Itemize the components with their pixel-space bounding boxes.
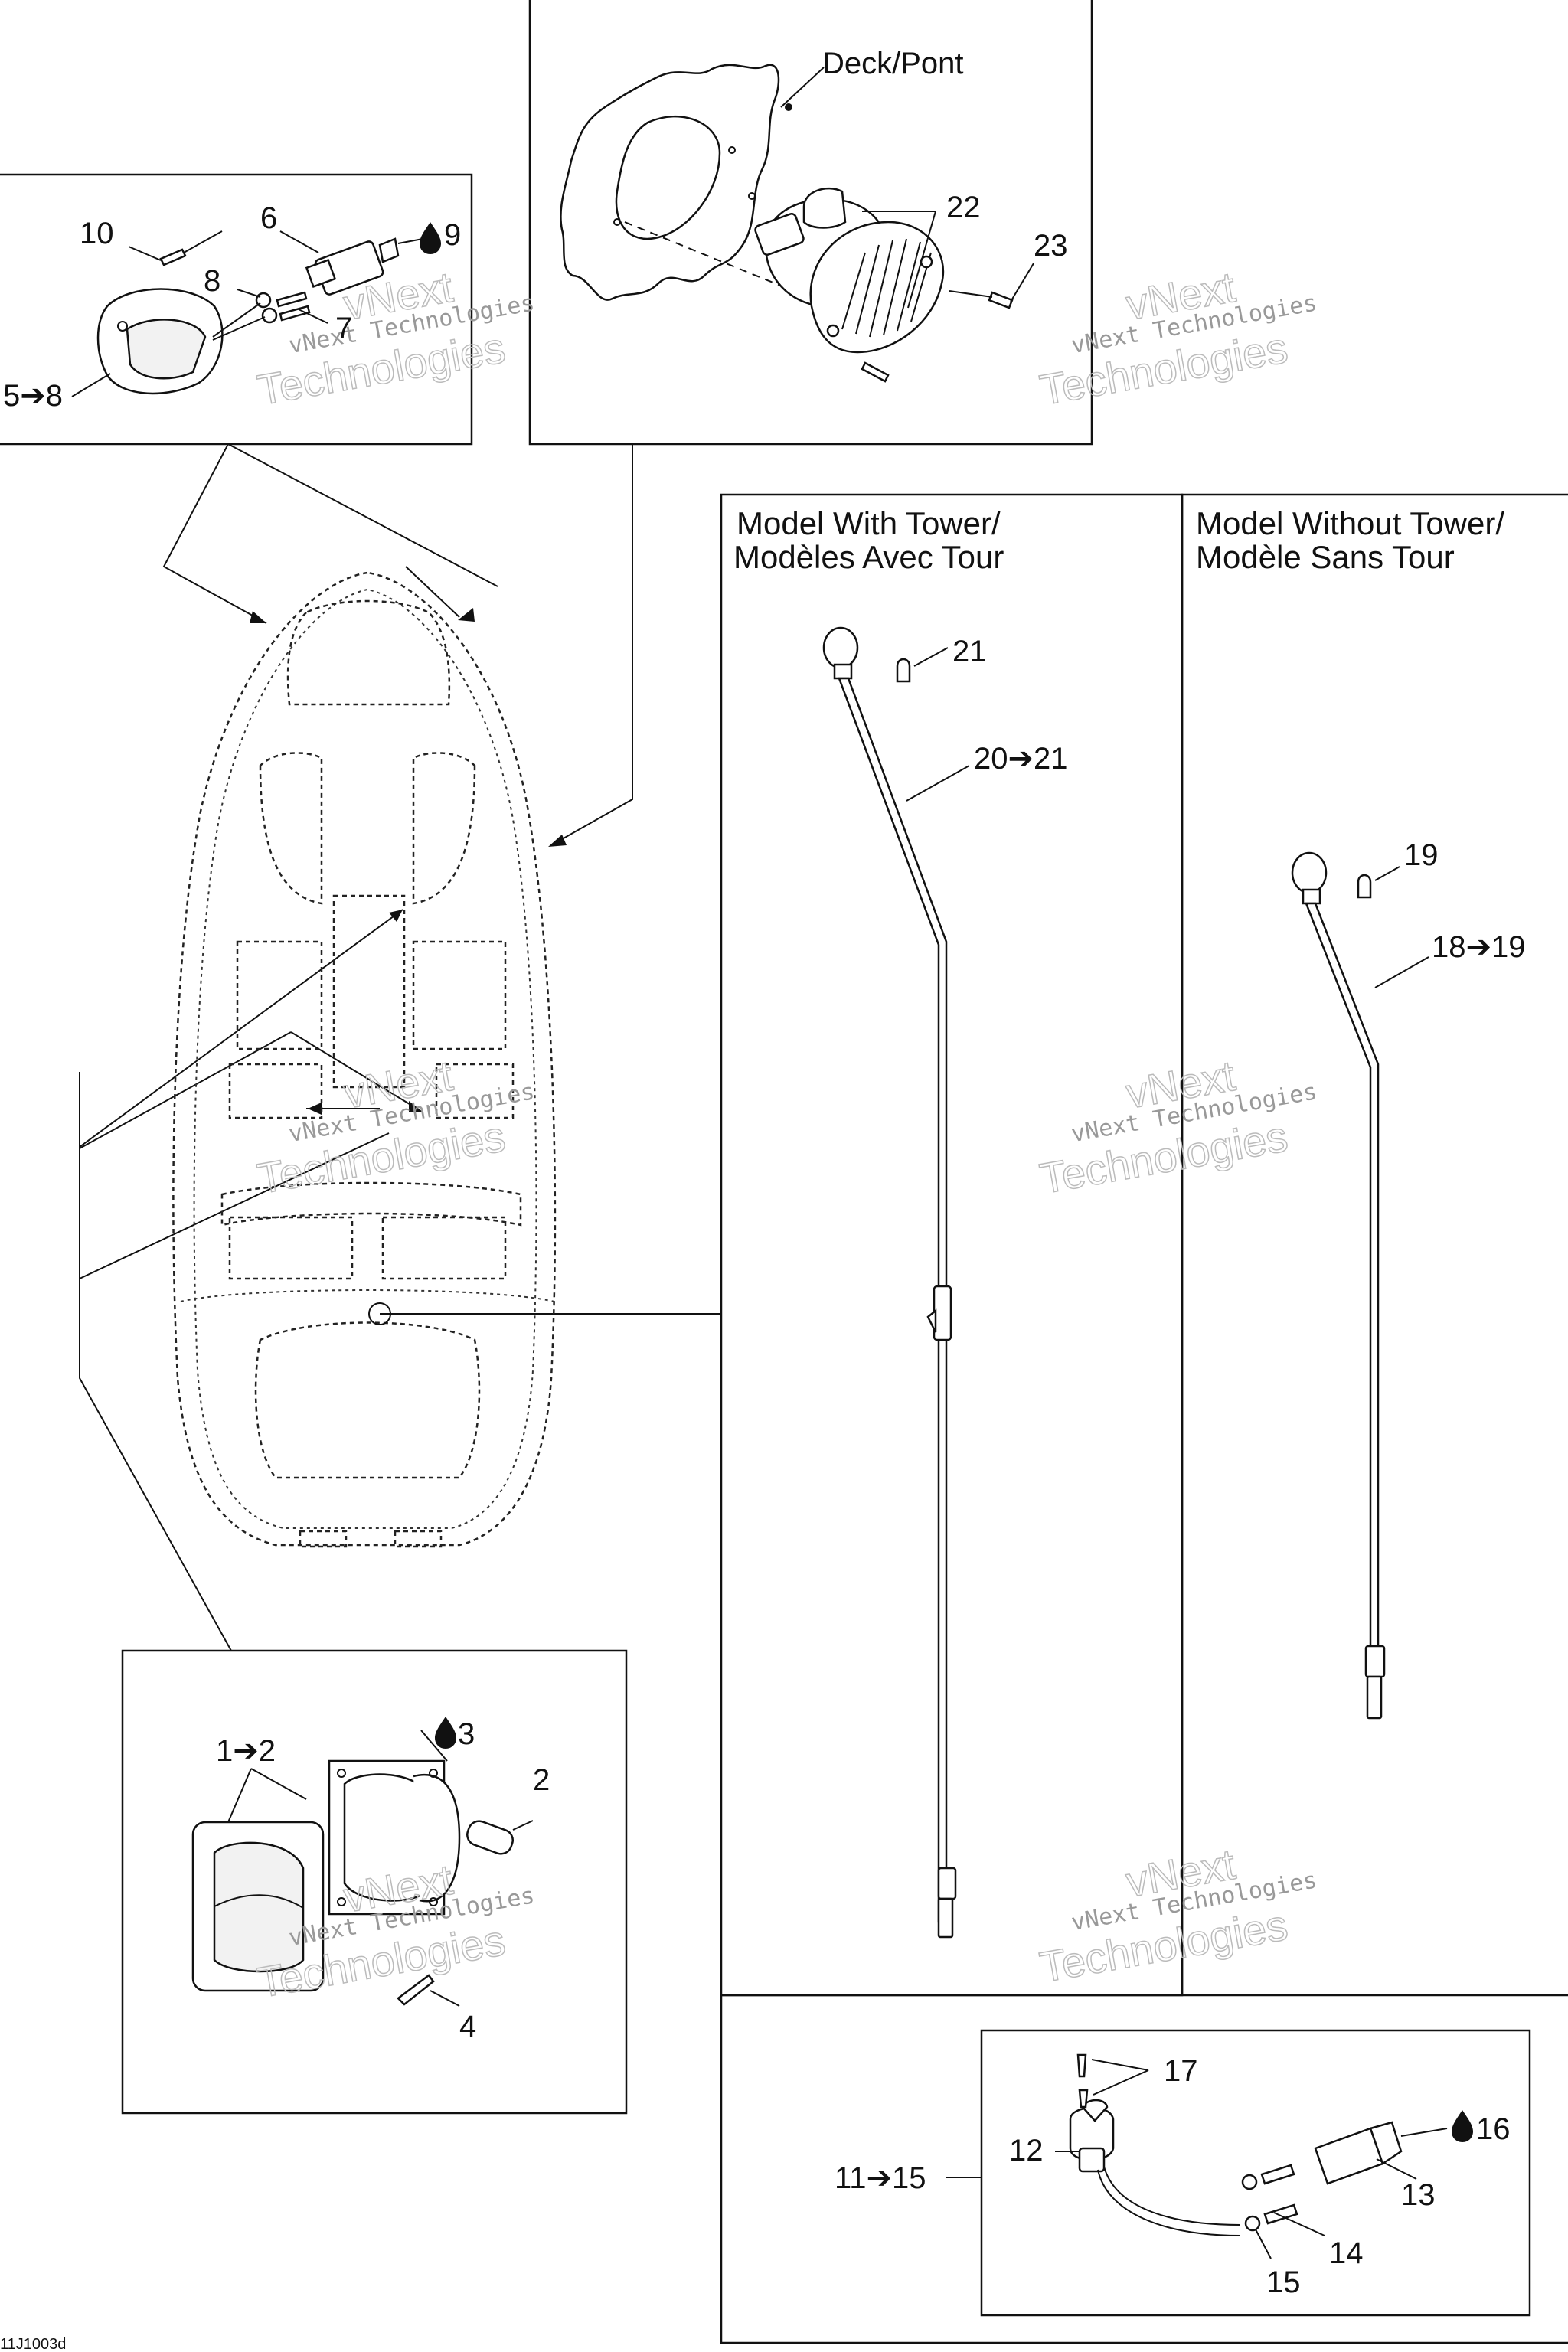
plug-socket-parts xyxy=(946,2053,1448,2259)
bulb-19 xyxy=(1357,874,1372,899)
droplet-icons xyxy=(420,222,1473,2142)
box-with-tower xyxy=(720,493,1184,1997)
title-with-tower-line2: Modèles Avec Tour xyxy=(733,539,1004,575)
label-17: 17 xyxy=(1164,2054,1198,2088)
label-10: 10 xyxy=(80,217,114,250)
courtesy-light-parts xyxy=(191,1730,534,2007)
label-3: 3 xyxy=(458,1717,475,1751)
screw-10 xyxy=(159,248,187,266)
label-9: 9 xyxy=(444,218,461,252)
title-without-tower-line2: Modèle Sans Tour xyxy=(1196,539,1455,575)
label-13: 13 xyxy=(1401,2178,1436,2212)
droplet-icon xyxy=(435,1717,456,1749)
pole-light-assembly xyxy=(1291,851,1429,1720)
label-14: 14 xyxy=(1329,2236,1364,2270)
label-deck: Deck/Pont xyxy=(822,47,964,80)
droplet-icon xyxy=(420,222,441,254)
label-4: 4 xyxy=(459,2010,476,2043)
label-1-2: 1➔2 xyxy=(216,1734,276,1768)
title-with-tower-line1: Model With Tower/ xyxy=(737,505,1001,541)
label-5-8: 5➔8 xyxy=(3,379,63,413)
label-6: 6 xyxy=(260,201,277,235)
label-16: 16 xyxy=(1476,2112,1511,2146)
title-without-tower-line1: Model Without Tower/ xyxy=(1196,505,1504,541)
droplet-icon xyxy=(1452,2110,1473,2142)
horn-parts xyxy=(560,64,1034,383)
box-plug-socket xyxy=(980,2029,1531,2317)
label-21: 21 xyxy=(952,635,987,668)
label-19: 19 xyxy=(1404,838,1439,872)
part-labels: Deck/Pont 22 23 10 6 9 8 7 5➔8 21 20➔21 … xyxy=(3,47,1526,2299)
box-courtesy-light xyxy=(121,1649,628,2115)
switch-panel-parts xyxy=(71,230,423,397)
label-23: 23 xyxy=(1034,229,1068,263)
label-8: 8 xyxy=(204,264,220,298)
box-without-tower xyxy=(1181,493,1568,1995)
label-15: 15 xyxy=(1266,2265,1301,2299)
figure-id: 11J1003d xyxy=(0,2336,66,2352)
label-22: 22 xyxy=(946,191,981,224)
label-11-15: 11➔15 xyxy=(835,2161,926,2195)
bulb-2 xyxy=(466,1820,514,1855)
boat-outline xyxy=(172,571,557,1548)
label-12: 12 xyxy=(1009,2134,1044,2167)
label-2: 2 xyxy=(533,1763,550,1797)
horn-grille xyxy=(809,220,945,354)
switch-rocker xyxy=(126,318,207,380)
section-titles: Model With Tower/ Modèles Avec Tour Mode… xyxy=(733,505,1504,575)
tower-light-assembly xyxy=(822,626,970,1939)
label-18-19: 18➔19 xyxy=(1432,930,1526,964)
label-20-21: 20➔21 xyxy=(974,742,1068,776)
box-horn xyxy=(528,0,1093,446)
box-socket-outer xyxy=(720,1994,1568,2344)
bulb-21 xyxy=(896,658,911,683)
label-7: 7 xyxy=(335,312,352,345)
box-switch-panel xyxy=(0,173,473,446)
leader-lines xyxy=(79,443,721,1651)
screw-23 xyxy=(988,291,1014,309)
